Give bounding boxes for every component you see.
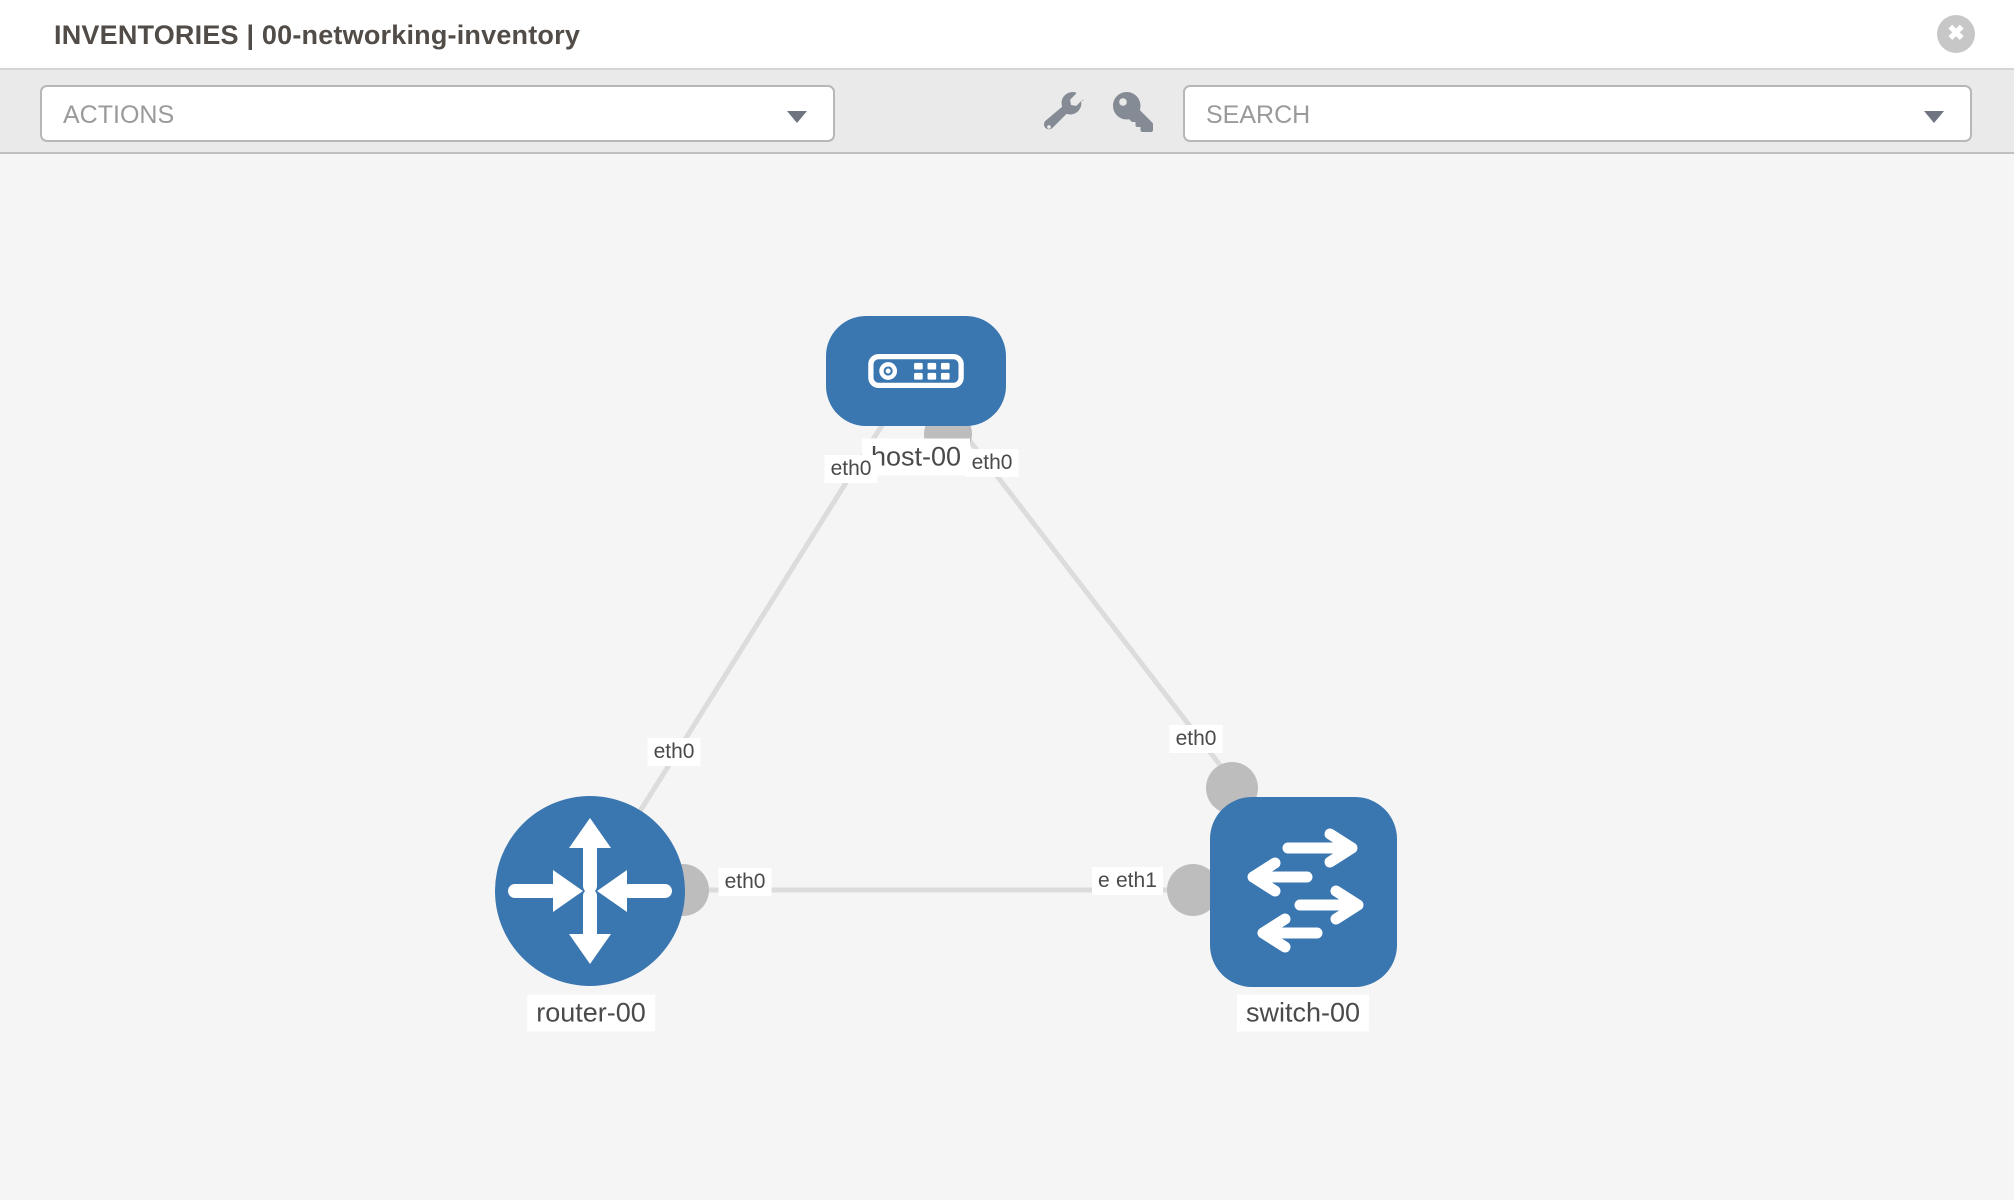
- interface-label: eth1: [1110, 867, 1163, 895]
- wrench-icon[interactable]: [1043, 92, 1084, 132]
- node-switch-00[interactable]: [1210, 797, 1397, 987]
- node-label-router: router-00: [527, 994, 655, 1032]
- topology-canvas: host-00 router-00 switch-00 eth0 eth0 et…: [0, 154, 2014, 1200]
- panel-header: INVENTORIES | 00-networking-inventory ✖: [0, 0, 2014, 70]
- topology-toolbar: ACTIONS SEARCH: [0, 70, 2014, 154]
- node-label-host: host-00: [861, 438, 971, 476]
- actions-dropdown-label: ACTIONS: [63, 101, 175, 129]
- interface-label: eth0: [824, 455, 878, 483]
- router-icon: [508, 818, 672, 964]
- switch-icon: [1247, 828, 1364, 953]
- node-host-00[interactable]: [826, 316, 1006, 426]
- node-label-switch: switch-00: [1236, 994, 1370, 1032]
- close-icon[interactable]: ✖: [1937, 15, 1975, 53]
- actions-dropdown[interactable]: ACTIONS: [40, 85, 835, 142]
- key-icon[interactable]: [1113, 92, 1153, 132]
- interface-label: eth0: [1169, 725, 1223, 753]
- interface-label: eth0: [965, 449, 1019, 477]
- search-dropdown-label: SEARCH: [1206, 101, 1311, 129]
- chevron-down-icon: [1924, 111, 1944, 123]
- interface-port: [1167, 864, 1219, 916]
- node-router-00[interactable]: [495, 796, 685, 986]
- page-title: INVENTORIES | 00-networking-inventory: [54, 20, 581, 50]
- interface-label: eth0: [718, 868, 772, 896]
- host-icon: [868, 353, 964, 389]
- topology-links-layer: [587, 369, 1303, 916]
- search-dropdown[interactable]: SEARCH: [1183, 85, 1972, 142]
- interface-label: eth0: [647, 738, 701, 766]
- chevron-down-icon: [787, 111, 807, 123]
